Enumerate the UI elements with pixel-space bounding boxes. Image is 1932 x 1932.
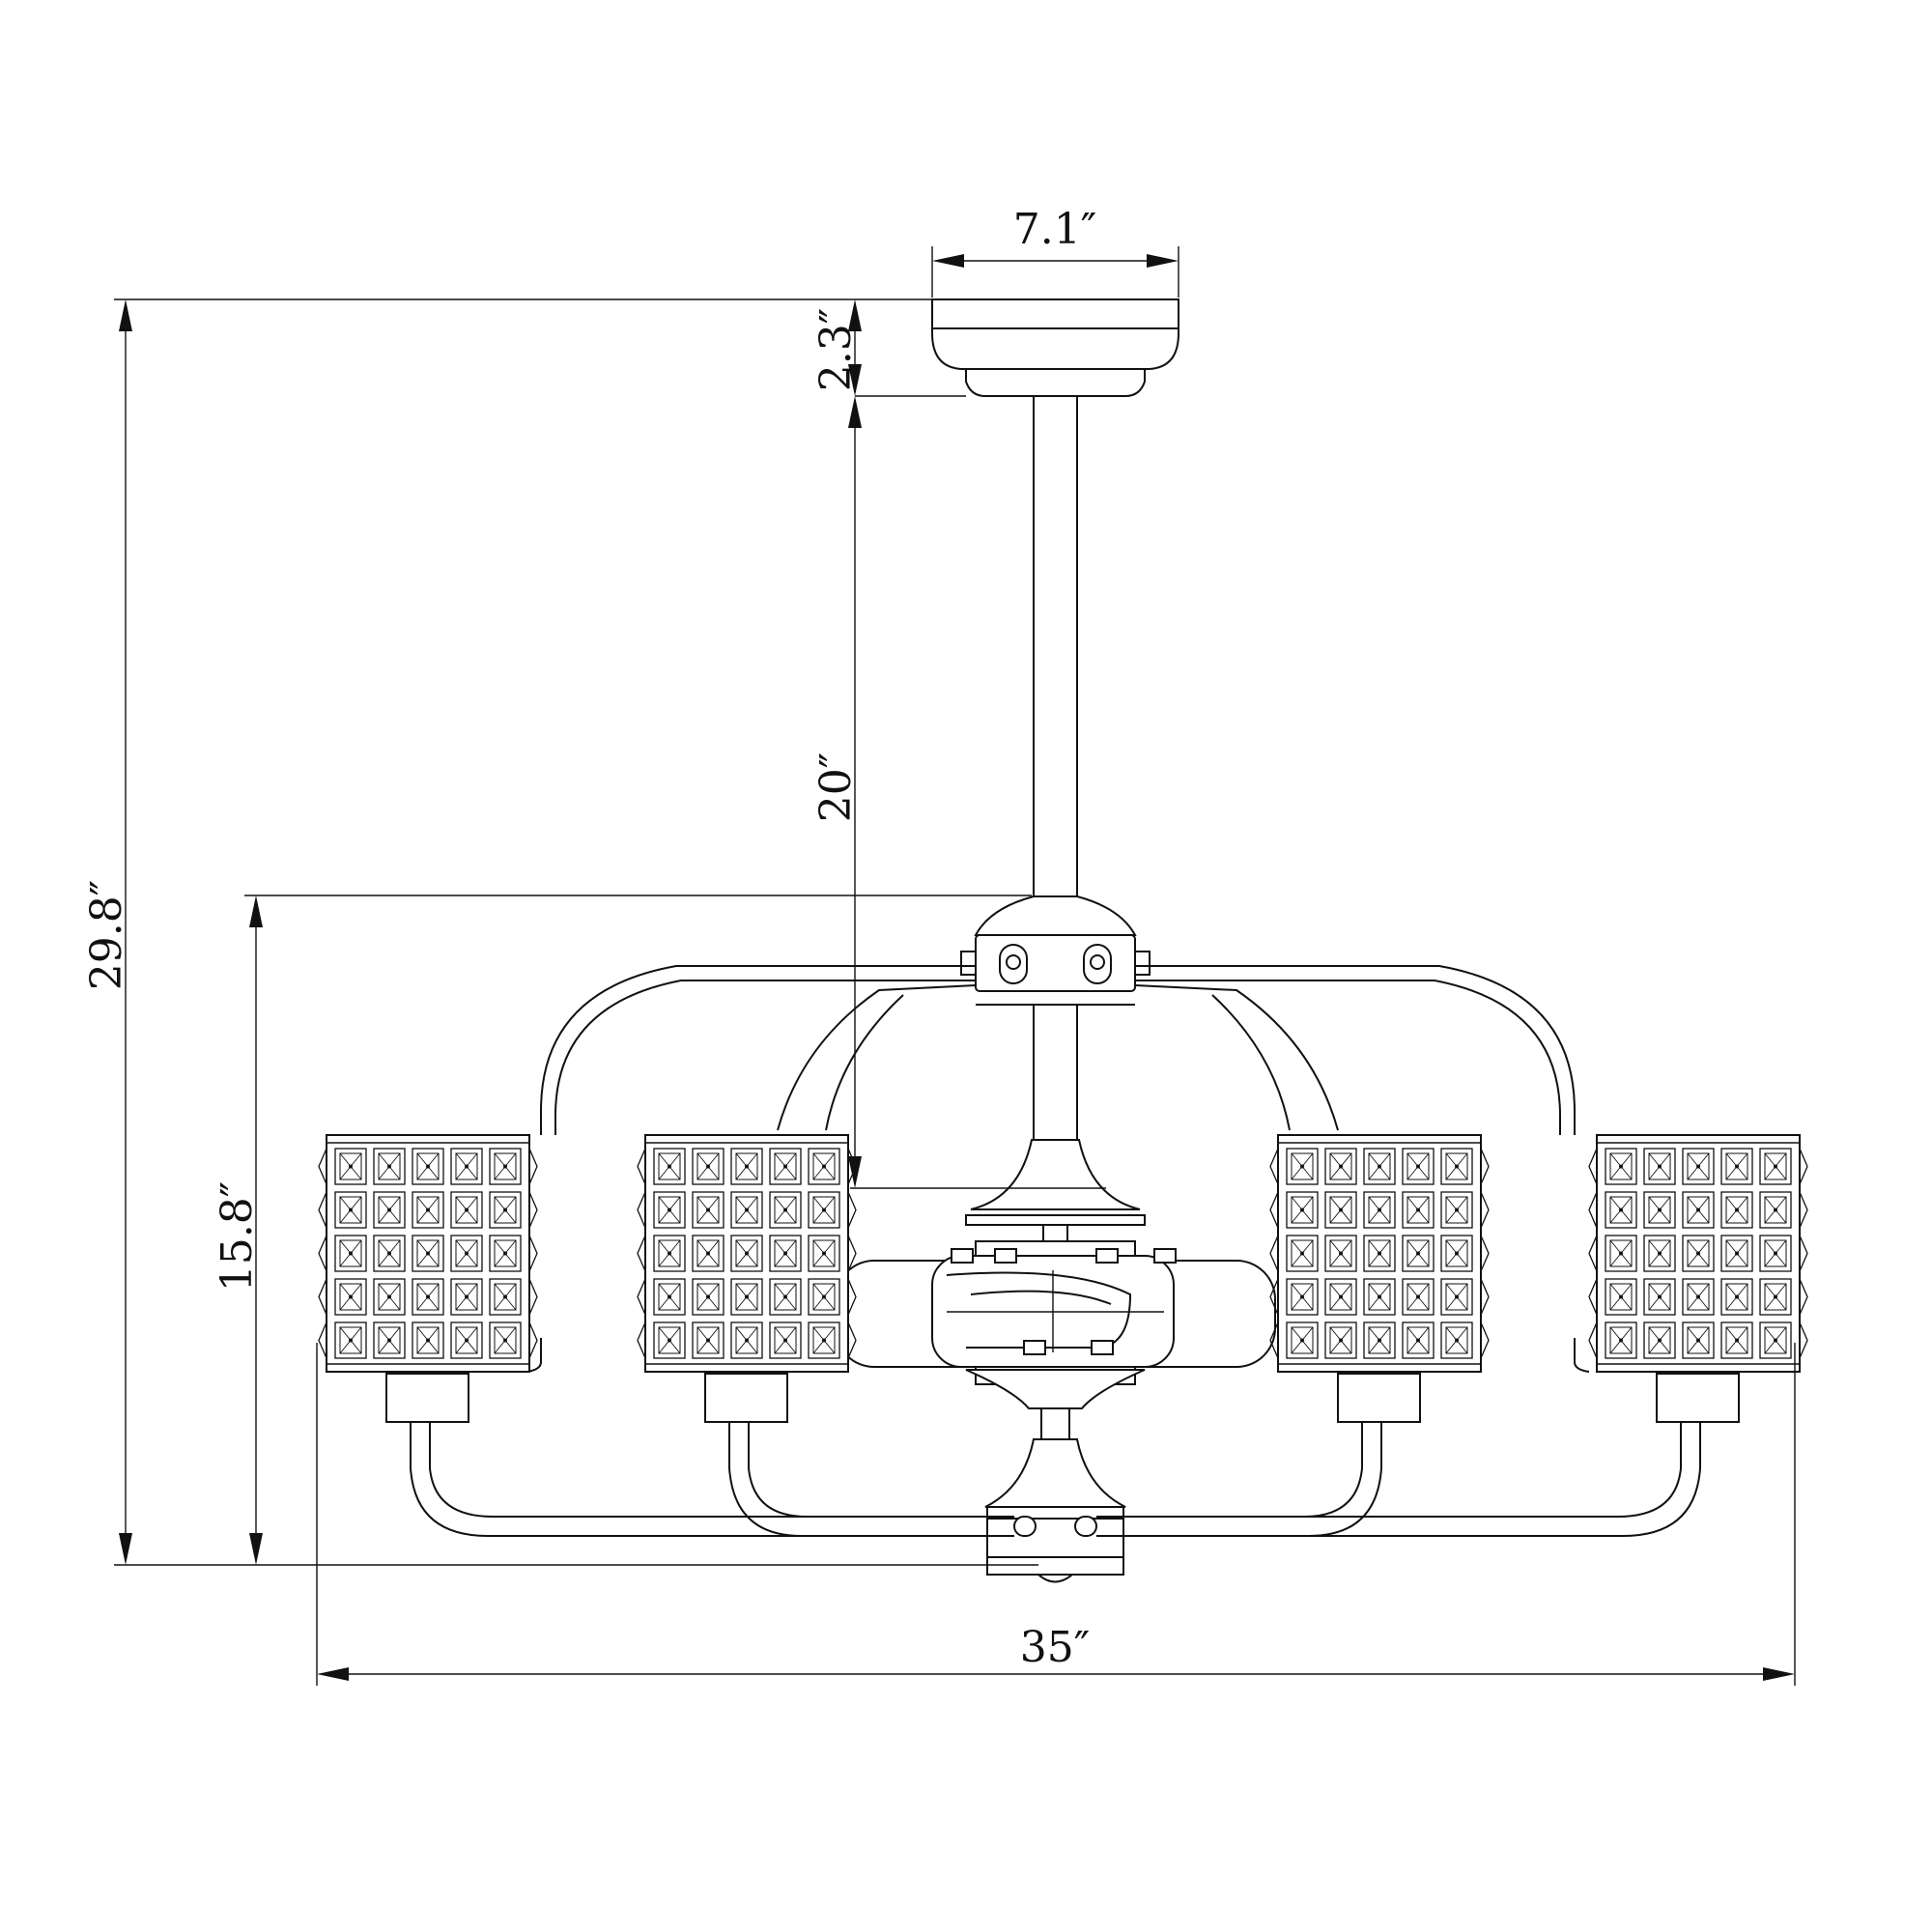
canopy-width-label: 7.1″ bbox=[1013, 205, 1096, 254]
dimension-lines bbox=[114, 246, 1796, 1686]
downrod-length-label: 20″ bbox=[811, 753, 861, 822]
downrod bbox=[1033, 396, 1078, 896]
overall-width-label: 35″ bbox=[1020, 1623, 1090, 1672]
canopy bbox=[931, 298, 1179, 397]
overall-height-label: 29.8″ bbox=[82, 880, 131, 990]
crystal-shade bbox=[1588, 1134, 1808, 1373]
crystal-shade bbox=[637, 1134, 857, 1373]
lower-arms bbox=[385, 1373, 1740, 1537]
crystal-shade bbox=[318, 1134, 538, 1373]
motor-housing bbox=[835, 1139, 1276, 1583]
upper-arms bbox=[526, 965, 1590, 1373]
fixture-height-label: 15.8″ bbox=[213, 1181, 262, 1292]
crystal-shade bbox=[1269, 1134, 1490, 1373]
canopy-height-label: 2.3″ bbox=[811, 308, 861, 391]
crystal-shades bbox=[318, 1134, 1808, 1373]
hub-coupler bbox=[960, 895, 1151, 1140]
